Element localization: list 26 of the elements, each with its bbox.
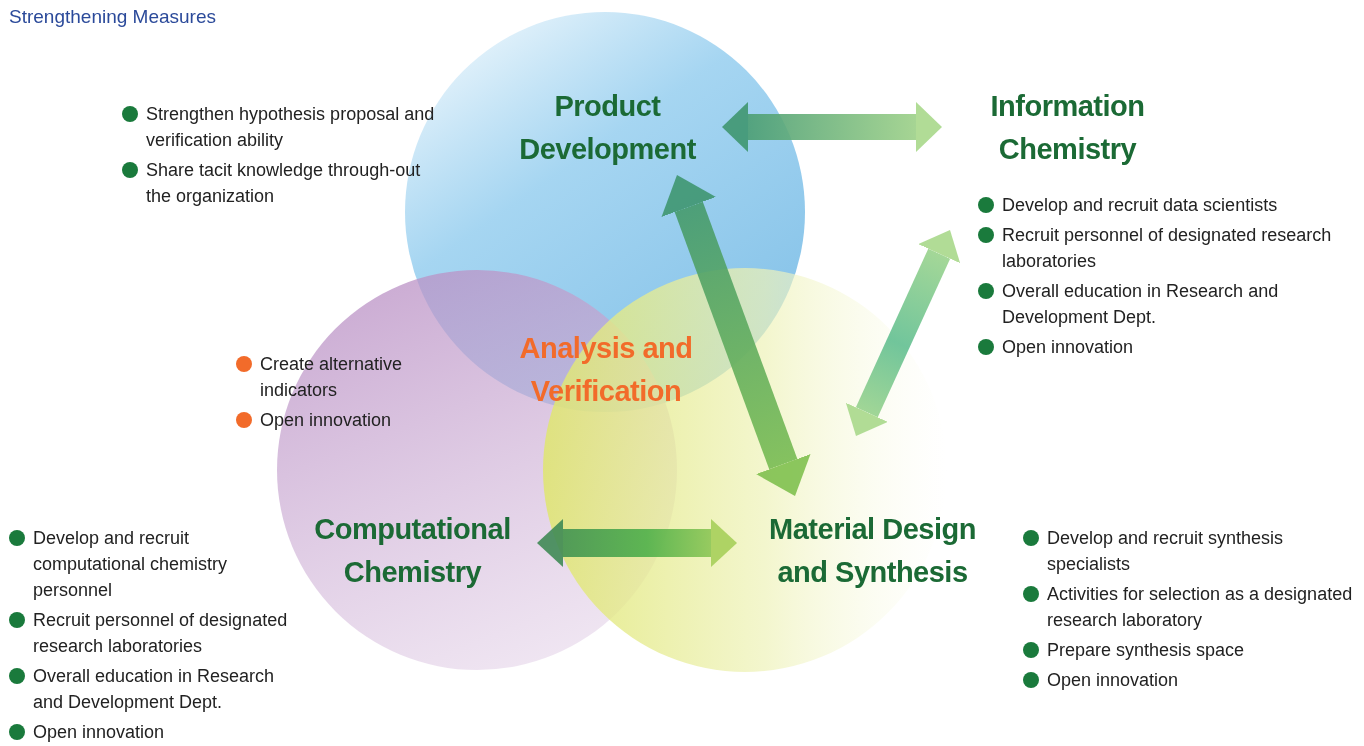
double-arrow (722, 102, 942, 153)
area-heading: Information Chemistry (989, 89, 1146, 167)
list-item: Recruit personnel of designated research laboratories (33, 609, 289, 658)
list-item: Open innovation (260, 409, 392, 432)
area-heading: Analysis and Verification (518, 331, 694, 409)
list-item: Share tacit knowledge through-out the organization (146, 159, 422, 208)
list-item: Activities for selection as a designated research laboratory (1047, 583, 1354, 632)
double-arrow (537, 519, 737, 567)
area-heading: Product Development (518, 89, 697, 167)
list-item: Open innovation (1002, 336, 1134, 359)
list-item: Overall education in Research and Development Dept. (33, 665, 276, 714)
list-item: Open innovation (1047, 669, 1179, 692)
list-item: Prepare synthesis space (1047, 639, 1245, 662)
list-item: Strengthen hypothesis proposal and verification ability (146, 103, 436, 152)
double-arrow (845, 230, 961, 436)
list-item: Recruit personnel of designated research laboratories (1002, 224, 1333, 273)
list-item: Develop and recruit data scientists (1002, 194, 1278, 217)
area-heading: Computational Chemistry (313, 512, 512, 590)
area-heading: Material Design and Synthesis (768, 512, 977, 590)
list-item: Create alternative indicators (260, 353, 404, 402)
list-item: Overall education in Research and Development Dept. (1002, 280, 1280, 329)
double-arrow (661, 175, 811, 496)
title-text: Strengthening Measures (9, 6, 216, 28)
list-item: Develop and recruit computational chemistry personnel (33, 527, 229, 602)
list-item: Open innovation (33, 721, 165, 744)
list-item: Develop and recruit synthesis specialists (1047, 527, 1285, 576)
